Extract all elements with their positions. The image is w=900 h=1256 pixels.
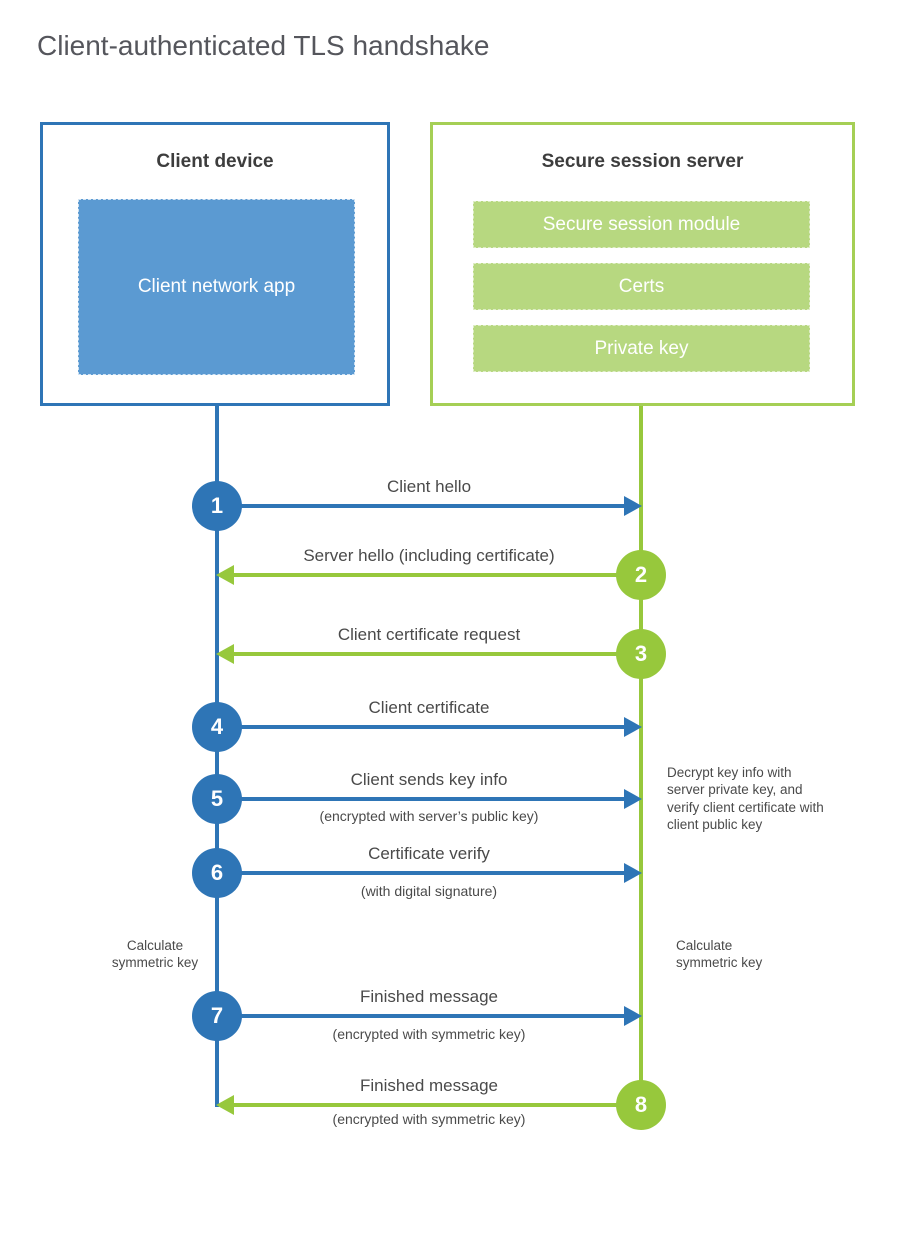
client-network-app-box: Client network app [78,199,355,375]
decrypt-key-note: Decrypt key info with server private key… [667,765,824,832]
calculate-symmetric-key-note-server: Calculate symmetric key [676,938,763,971]
client-device-title: Client device [156,151,274,172]
message-label: Certificate verify [368,844,490,863]
message-sublabel: (encrypted with server’s public key) [319,808,539,824]
step-circle-7: 7 [192,991,242,1041]
step-circle-4: 4 [192,702,242,752]
secure-session-server-title: Secure session server [541,151,744,172]
arrow-head-right-icon [624,496,642,516]
arrow-line [217,504,626,508]
step-circle-2: 2 [616,550,666,600]
arrow-line [217,871,626,875]
server-module-certs: Certs [473,263,810,310]
message-sublabel: (encrypted with symmetric key) [332,1111,526,1127]
calculate-symmetric-key-note-client: Calculate symmetric key [111,938,199,971]
server-lifeline [639,406,643,1128]
message-label: Client certificate [368,698,490,717]
server-module-private-key: Private key [473,325,810,372]
message-label: Client certificate request [337,625,521,644]
step-circle-5: 5 [192,774,242,824]
message-sublabel: (with digital signature) [360,883,498,899]
arrow-head-left-icon [216,1095,234,1115]
server-module-secure-session-module: Secure session module [473,201,810,248]
step-circle-1: 1 [192,481,242,531]
page-title: Client-authenticated TLS handshake [37,30,490,61]
message-label: Finished message [360,1076,498,1095]
step-number: 5 [210,786,224,811]
arrow-line [232,573,641,577]
message-sublabel: (encrypted with symmetric key) [332,1026,526,1042]
arrow-head-right-icon [624,789,642,809]
message-label: Client sends key info [350,770,508,789]
secure-session-server-box: Secure session server Secure session mod… [430,122,855,406]
message-label: Server hello (including certificate) [303,546,555,565]
client-network-app-label: Client network app [137,276,296,298]
arrow-line [217,1014,626,1018]
step-number: 3 [634,641,648,666]
client-device-box: Client device Client network app [40,122,390,406]
arrow-line [217,797,626,801]
arrow-head-left-icon [216,644,234,664]
step-circle-8: 8 [616,1080,666,1130]
message-label: Finished message [360,987,498,1006]
arrow-head-left-icon [216,565,234,585]
step-number: 4 [210,714,224,739]
step-circle-3: 3 [616,629,666,679]
arrow-head-right-icon [624,863,642,883]
step-number: 8 [634,1092,648,1117]
step-number: 7 [210,1003,224,1028]
step-circle-6: 6 [192,848,242,898]
step-number: 1 [210,493,224,518]
step-number: 6 [210,860,224,885]
arrow-head-right-icon [624,717,642,737]
client-lifeline [215,406,219,1107]
arrow-line [217,725,626,729]
arrow-line [232,652,641,656]
arrow-head-right-icon [624,1006,642,1026]
step-number: 2 [634,562,648,587]
arrow-line [232,1103,641,1107]
message-label: Client hello [386,477,472,496]
